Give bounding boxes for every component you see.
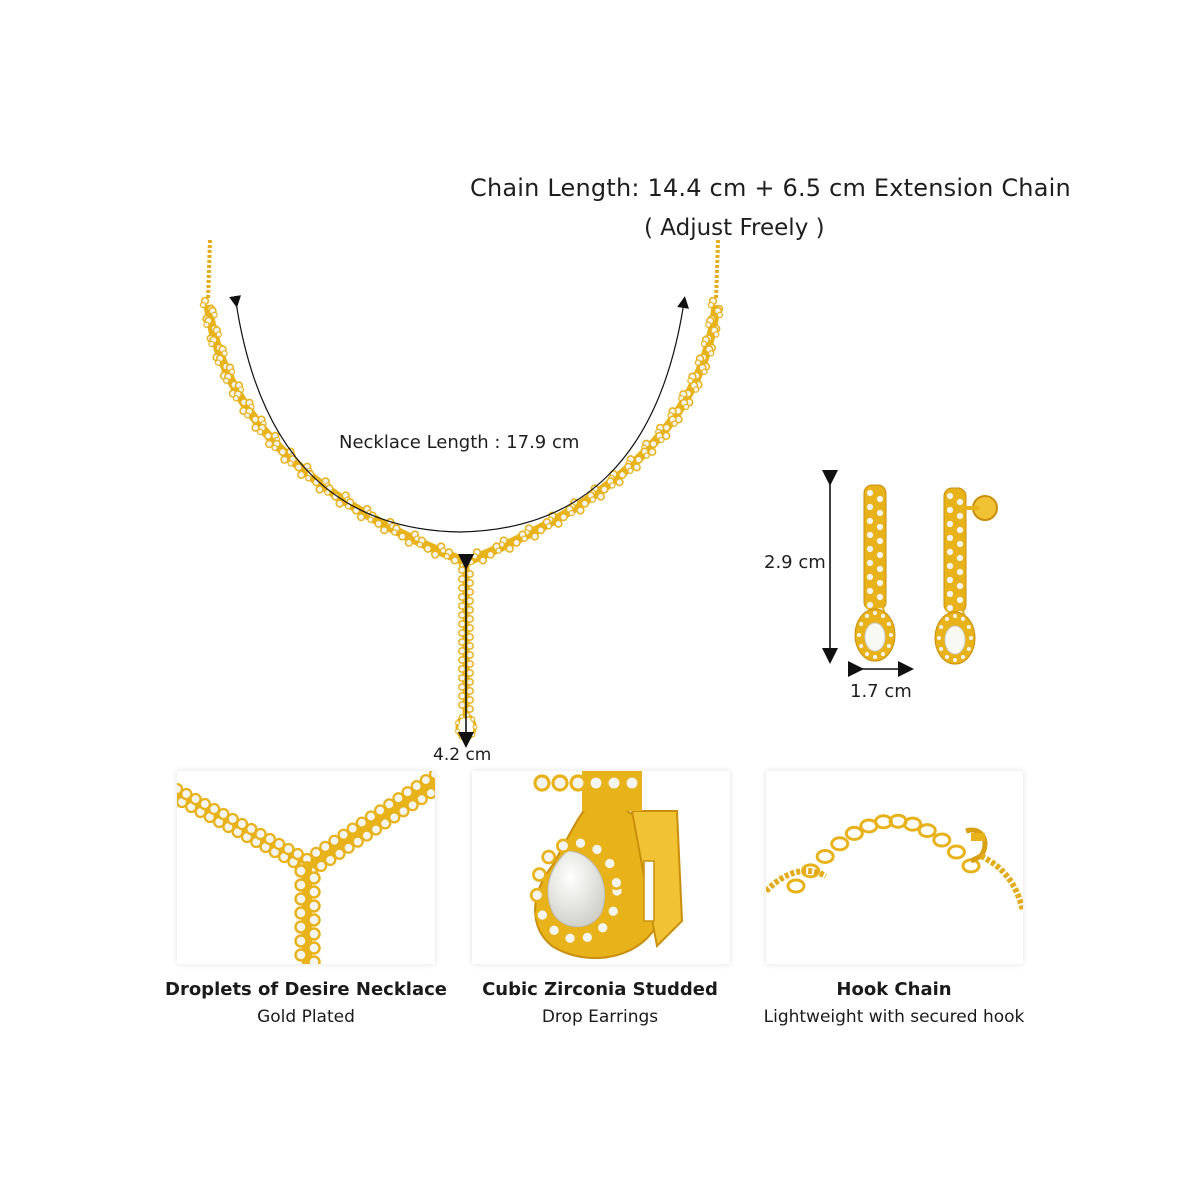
- necklace-body: [199, 296, 724, 571]
- earring-side: [934, 487, 998, 665]
- necklace-chain: [206, 239, 720, 301]
- necklace-closeup-tile: [177, 771, 435, 964]
- earring-height-label: 2.9 cm: [764, 552, 826, 573]
- necklace-closeup-image: [177, 771, 435, 964]
- pendant-length-label: 4.2 cm: [433, 745, 492, 765]
- necklace-feature-title: Droplets of Desire Necklace: [165, 979, 447, 1000]
- hook-chain-closeup-tile: [766, 771, 1023, 964]
- hook-feature-title: Hook Chain: [836, 979, 952, 1000]
- earring-feature-subtitle: Drop Earrings: [541, 1007, 659, 1027]
- hook-chain-closeup-image: [766, 813, 1023, 912]
- hook-feature-subtitle: Lightweight with secured hook: [763, 1007, 1025, 1027]
- earring-feature-title: Cubic Zirconia Studded: [482, 979, 718, 1000]
- chain-adjust-label: ( Adjust Freely ): [644, 215, 825, 241]
- earring-width-label: 1.7 cm: [850, 681, 912, 702]
- earring-front: [854, 484, 896, 662]
- earring-closeup-image: [529, 771, 684, 960]
- chain-length-label: Chain Length: 14.4 cm + 6.5 cm Extension…: [470, 174, 1071, 202]
- necklace-length-arrow: [229, 295, 690, 533]
- necklace-feature-subtitle: Gold Plated: [257, 1007, 355, 1027]
- necklace-length-label: Necklace Length : 17.9 cm: [339, 432, 580, 453]
- earring-closeup-tile: [472, 771, 730, 964]
